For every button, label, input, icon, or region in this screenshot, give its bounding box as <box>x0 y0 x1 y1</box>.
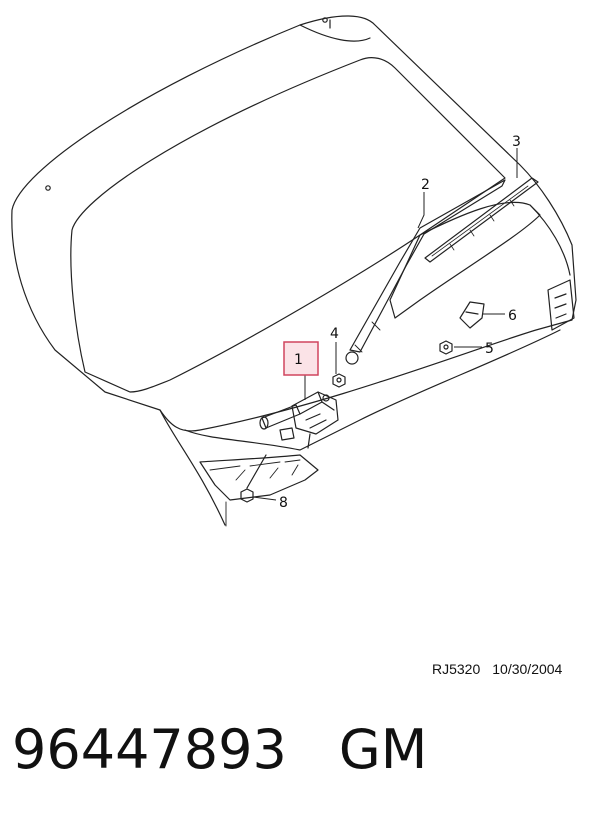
license-recess <box>199 454 319 501</box>
part-number: 96447893 <box>12 718 287 781</box>
part-footer: 96447893 GM <box>12 718 427 781</box>
spoiler-area <box>389 201 541 319</box>
arm-pivot <box>345 351 359 365</box>
callout-4[interactable]: 4 <box>330 326 339 342</box>
callout-6[interactable]: 6 <box>508 308 517 324</box>
callout-5[interactable]: 5 <box>485 341 494 357</box>
drawing-date: 10/30/2004 <box>492 661 563 677</box>
wiper-blade <box>424 177 539 263</box>
brand-name: GM <box>338 718 428 781</box>
lower-panel <box>159 329 561 526</box>
side-latch <box>547 279 575 331</box>
callout-3[interactable]: 3 <box>512 134 521 150</box>
bolt-8 <box>240 454 267 503</box>
roof-edge <box>299 24 371 42</box>
callout-1-highlight <box>283 341 319 376</box>
mount-hole <box>45 185 51 191</box>
drawing-stamp: RJ5320 10/30/2004 <box>432 661 562 677</box>
drawing-code: RJ5320 <box>432 661 481 677</box>
callout-2[interactable]: 2 <box>421 177 430 193</box>
tailgate-outline <box>11 15 577 432</box>
glass-outline <box>70 57 506 393</box>
nut-4 <box>332 373 346 388</box>
mount-hole <box>322 17 328 23</box>
leader-lines <box>252 148 518 501</box>
cap-6 <box>459 301 485 329</box>
nut-5 <box>439 340 453 355</box>
wiper-arm <box>349 179 506 353</box>
callout-1[interactable]: 1 <box>294 352 303 368</box>
wiper-motor <box>259 391 339 449</box>
callout-8[interactable]: 8 <box>279 495 288 511</box>
